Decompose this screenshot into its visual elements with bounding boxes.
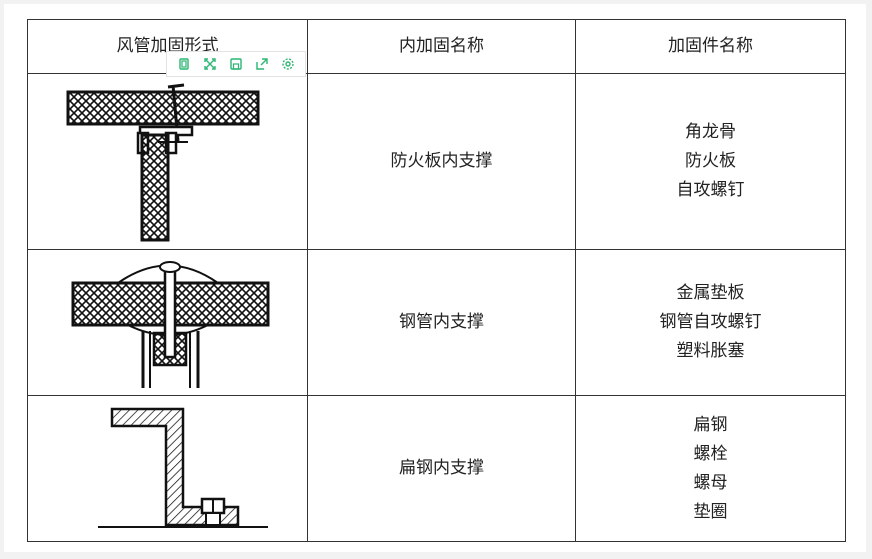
part-item: 扁钢 xyxy=(693,414,728,435)
flat-steel-diagram xyxy=(97,407,268,528)
part-item: 自攻螺钉 xyxy=(676,180,745,200)
parts-cell: 扁钢 螺栓 螺母 垫圈 xyxy=(575,395,846,542)
inner-name-cell: 钢管内支撑 xyxy=(307,249,576,396)
expand-icon[interactable] xyxy=(201,55,219,73)
part-item: 金属垫板 xyxy=(676,283,745,303)
inner-name-cell: 防火板内支撑 xyxy=(307,73,576,250)
parts-cell: 金属垫板 钢管自攻螺钉 塑料胀塞 xyxy=(575,249,846,396)
page: 风管加固形式 内加固名称 加固件名称 xyxy=(4,4,866,552)
header-inner-name: 内加固名称 xyxy=(307,19,576,74)
steel-tube-diagram xyxy=(71,260,269,388)
part-item: 角龙骨 xyxy=(685,122,736,142)
settings-icon[interactable] xyxy=(279,55,297,73)
save-icon[interactable] xyxy=(227,55,245,73)
part-item: 钢管自攻螺钉 xyxy=(659,312,762,332)
part-item: 防火板 xyxy=(685,151,736,171)
header-part-name: 加固件名称 xyxy=(575,19,846,74)
part-item: 螺栓 xyxy=(693,443,728,464)
copy-icon[interactable] xyxy=(175,55,193,73)
reinforcement-table: 风管加固形式 内加固名称 加固件名称 xyxy=(27,19,846,542)
part-item: 螺母 xyxy=(693,472,728,493)
figure-cell xyxy=(27,73,308,250)
inner-name-cell: 扁钢内支撑 xyxy=(307,395,576,542)
part-item: 塑料胀塞 xyxy=(676,341,745,361)
part-item: 垫圈 xyxy=(693,501,728,522)
parts-cell: 角龙骨 防火板 自攻螺钉 xyxy=(575,73,846,250)
table-row: 扁钢内支撑 扁钢 螺栓 螺母 垫圈 xyxy=(27,395,846,542)
figure-cell xyxy=(27,249,308,396)
figure-cell xyxy=(27,395,308,542)
image-toolbar xyxy=(166,51,306,77)
table-row: 钢管内支撑 金属垫板 钢管自攻螺钉 塑料胀塞 xyxy=(27,249,846,396)
angle-fireboard-diagram xyxy=(66,83,259,241)
share-icon[interactable] xyxy=(253,55,271,73)
header-row: 风管加固形式 内加固名称 加固件名称 xyxy=(27,19,846,74)
table-row: 防火板内支撑 角龙骨 防火板 自攻螺钉 xyxy=(27,73,846,250)
